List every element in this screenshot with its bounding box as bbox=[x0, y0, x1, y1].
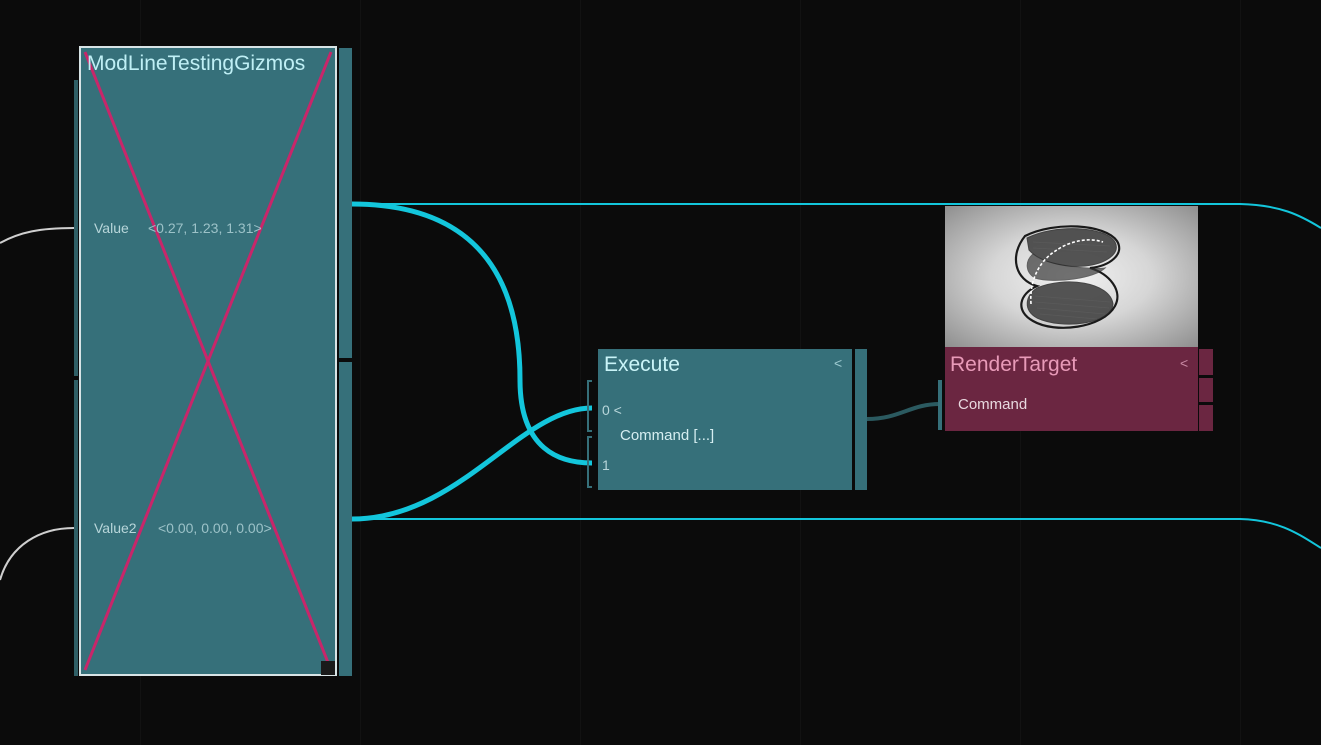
render-preview-image bbox=[945, 206, 1198, 347]
execute-output-port[interactable] bbox=[855, 349, 867, 490]
wire-value-to-execute-1[interactable] bbox=[351, 201, 593, 466]
wire-value-long[interactable] bbox=[352, 203, 1321, 229]
execute-command-label[interactable]: Command [...] bbox=[620, 427, 715, 444]
rendertarget-command-label: Command bbox=[958, 396, 1028, 413]
rendertarget-output-port[interactable] bbox=[1199, 349, 1213, 375]
port-label-value: Value bbox=[94, 220, 129, 236]
gizmo-port-divider bbox=[74, 376, 80, 379]
execute-input-label-0: 0 < bbox=[602, 402, 622, 418]
bypass-x-mark bbox=[83, 51, 333, 671]
node-title: RenderTarget bbox=[950, 353, 1078, 376]
wire-value2-to-execute-0[interactable] bbox=[351, 405, 593, 522]
wire-value-input[interactable] bbox=[0, 227, 75, 244]
node-title: Execute bbox=[604, 353, 680, 376]
port-label-value2: Value2 bbox=[94, 520, 137, 536]
execute-input-port-0[interactable] bbox=[587, 380, 592, 432]
wire-value2-input[interactable] bbox=[0, 527, 75, 581]
node-title: ModLineTestingGizmos bbox=[87, 52, 306, 75]
execute-node[interactable] bbox=[598, 349, 852, 490]
rendertarget-input-port[interactable] bbox=[938, 380, 942, 430]
rendertarget-output-port[interactable] bbox=[1199, 405, 1213, 431]
execute-input-port-1[interactable] bbox=[587, 436, 592, 488]
execute-input-label-1: 1 bbox=[602, 457, 610, 473]
grid-line bbox=[360, 0, 361, 745]
wire-execute-to-rendertarget[interactable] bbox=[866, 402, 941, 421]
render-preview-shape bbox=[1015, 225, 1121, 329]
resize-handle[interactable] bbox=[321, 661, 335, 675]
grid-line bbox=[1240, 0, 1241, 745]
gizmo-input-bar[interactable] bbox=[74, 80, 78, 376]
grid-line bbox=[580, 0, 581, 745]
gizmo-output-port-value[interactable] bbox=[337, 48, 352, 358]
collapse-chevron-icon[interactable]: < bbox=[1180, 355, 1189, 371]
wire-value2-long[interactable] bbox=[352, 518, 1321, 549]
gizmo-node[interactable] bbox=[79, 46, 337, 676]
execute-output-divider bbox=[852, 349, 855, 490]
port-value2-readout[interactable]: <0.00, 0.00, 0.00> bbox=[158, 520, 272, 536]
gizmo-output-divider bbox=[337, 358, 353, 361]
rendertarget-output-port[interactable] bbox=[1199, 378, 1213, 402]
gizmo-output-port-value2[interactable] bbox=[337, 362, 352, 676]
port-value-readout[interactable]: <0.27, 1.23, 1.31> bbox=[148, 220, 262, 236]
collapse-chevron-icon[interactable]: < bbox=[834, 355, 843, 371]
gizmo-input-bar[interactable] bbox=[74, 380, 78, 676]
rendertarget-node[interactable] bbox=[945, 347, 1198, 431]
